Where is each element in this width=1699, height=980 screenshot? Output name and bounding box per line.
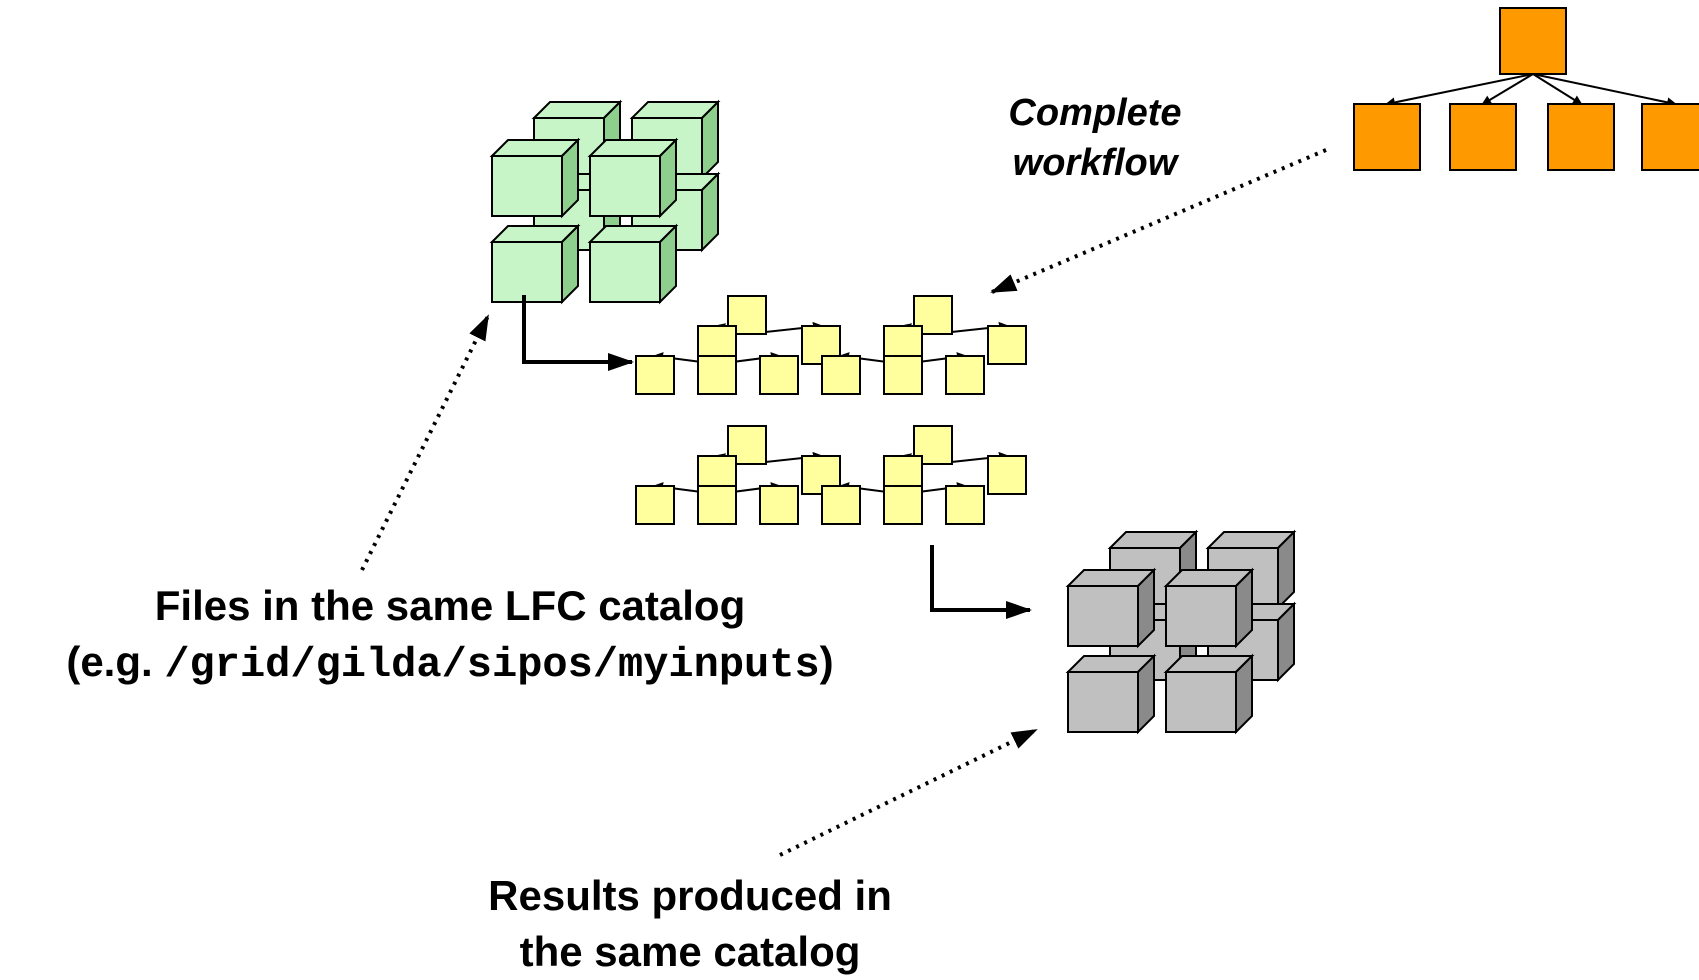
file-cube	[587, 137, 679, 219]
workflow-job-box	[635, 355, 675, 395]
workflow-pointer-dotted-arrow	[990, 148, 1327, 294]
workflow-job-box	[821, 355, 861, 395]
input-files-label-line2: (e.g. /grid/gilda/sipos/myinputs)	[0, 634, 900, 693]
workflow-job-box	[821, 485, 861, 525]
complete-workflow-tree-icon	[1353, 7, 1699, 171]
input-files-label: Files in the same LFC catalog (e.g. /gri…	[0, 578, 900, 693]
file-cube	[489, 223, 581, 305]
file-cube	[1065, 653, 1157, 735]
workflow-child-box	[1449, 103, 1517, 171]
workflow-instance	[635, 295, 841, 395]
file-cube	[1163, 653, 1255, 735]
workflow-root-box	[1499, 7, 1567, 75]
complete-workflow-label-line2: workflow	[1012, 142, 1178, 184]
workflow-to-result-arrow	[930, 545, 1032, 619]
workflow-instance	[635, 425, 841, 525]
results-pointer-dotted-arrow	[779, 728, 1038, 857]
workflow-instance	[821, 425, 1027, 525]
workflow-child-box	[1641, 103, 1699, 171]
workflow-job-box	[697, 355, 737, 395]
workflow-job-box	[635, 485, 675, 525]
input-to-workflow-arrow	[522, 295, 634, 371]
workflow-job-box	[759, 485, 799, 525]
workflow-job-box	[697, 485, 737, 525]
complete-workflow-label-line1: Complete	[1008, 92, 1182, 134]
input-files-path: /grid/gilda/sipos/myinputs	[164, 641, 820, 689]
file-cube	[1065, 567, 1157, 649]
workflow-child-box	[1547, 103, 1615, 171]
workflow-job-box	[883, 485, 923, 525]
workflow-job-box	[945, 485, 985, 525]
workflow-job-box	[987, 325, 1027, 365]
workflow-edge	[1532, 73, 1677, 108]
workflow-instances-icon	[635, 295, 1027, 525]
input-files-cubes-icon	[489, 99, 721, 305]
results-label: Results produced in the same catalog	[410, 868, 970, 980]
inputs-pointer-dotted-arrow	[360, 314, 490, 571]
complete-workflow-label: Complete workflow	[985, 88, 1205, 188]
workflow-job-box	[759, 355, 799, 395]
workflow-job-box	[883, 355, 923, 395]
input-files-label-prefix: (e.g.	[66, 638, 165, 685]
workflow-edge	[1481, 73, 1534, 106]
file-cube	[489, 137, 581, 219]
file-cube	[587, 223, 679, 305]
result-files-cubes-icon	[1065, 529, 1297, 735]
workflow-child-box	[1353, 103, 1421, 171]
workflow-job-box	[727, 295, 767, 335]
input-files-label-line1: Files in the same LFC catalog	[154, 582, 746, 629]
input-files-label-suffix: )	[819, 638, 834, 685]
results-label-line1: Results produced in	[488, 872, 892, 919]
results-label-line2: the same catalog	[519, 928, 861, 975]
workflow-job-box	[945, 355, 985, 395]
workflow-job-box	[987, 455, 1027, 495]
workflow-edge	[1385, 73, 1534, 108]
workflow-instance	[821, 295, 1027, 395]
workflow-edge	[1532, 73, 1583, 106]
file-cube	[1163, 567, 1255, 649]
